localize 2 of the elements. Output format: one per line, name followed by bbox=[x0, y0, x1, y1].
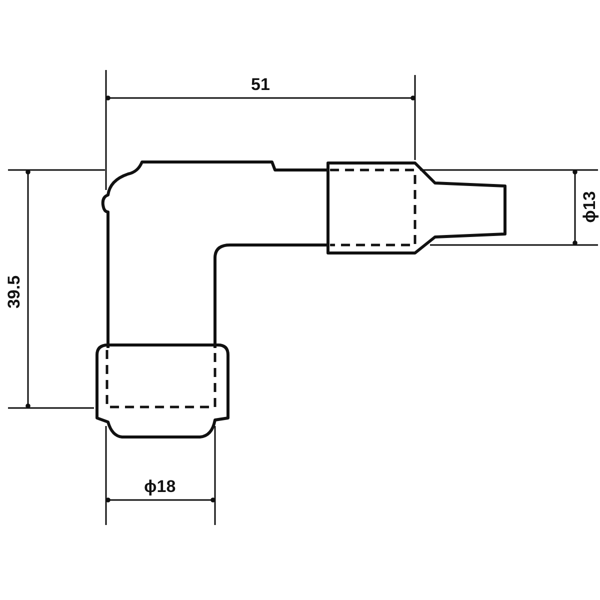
dimension-label: ϕ13 bbox=[580, 189, 599, 225]
dimension-label: ϕ18 bbox=[142, 478, 178, 496]
